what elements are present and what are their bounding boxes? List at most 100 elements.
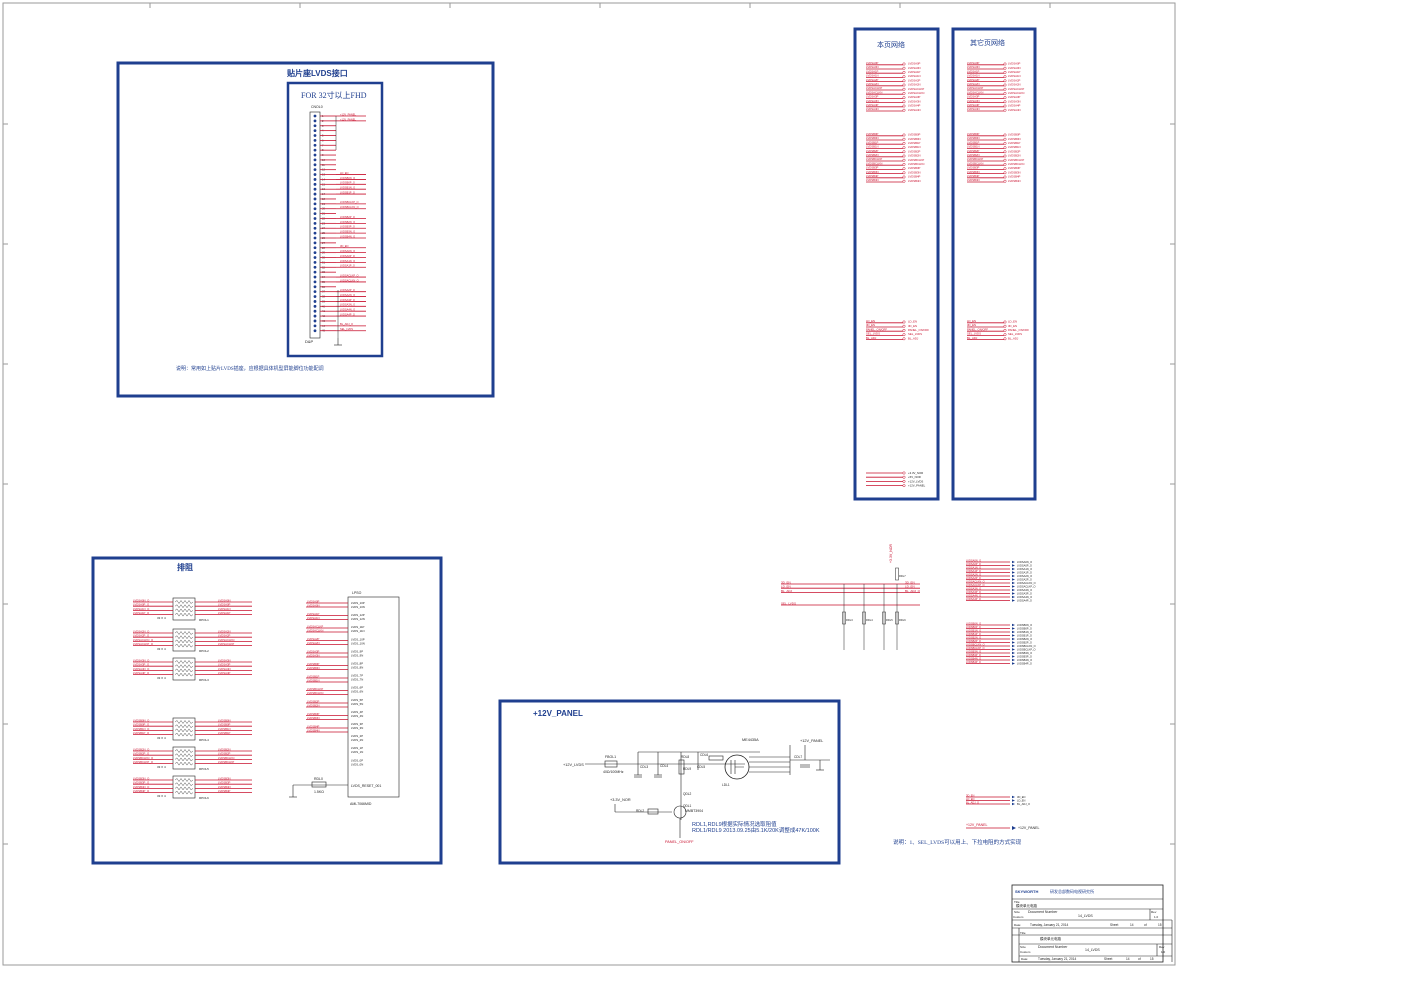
power-flag — [1012, 826, 1016, 830]
connector-net-label: LVDSB0N_O — [340, 176, 355, 180]
ic-left-net: LVDSB4N — [307, 729, 320, 733]
net-name-right: 3D_EN — [1008, 324, 1017, 328]
tb2-docnum-value: 14_LVDS — [1085, 948, 1100, 952]
net-name-right: LVDSA4N — [1008, 108, 1021, 112]
net-name-left: LVDSB4P — [967, 174, 980, 178]
connector-pin — [313, 241, 317, 245]
net-port — [902, 167, 906, 171]
rpack-value: 33 X 4 — [157, 616, 166, 620]
tb-size-label: Size — [1014, 910, 1020, 914]
connector-net-label: LVDSA4N_O — [340, 308, 355, 312]
tb-title-label: Title — [1014, 900, 1020, 904]
net-name-right: BL_ADJ — [1008, 336, 1019, 340]
rpack-ref: RPOL2 — [199, 649, 209, 653]
this-page-nets-title: 本页网络 — [877, 40, 905, 49]
net-port — [902, 100, 906, 104]
rpack-right-net: LVDSB1N — [218, 727, 231, 731]
net-name-right: LVDSA4P — [908, 104, 921, 108]
bus-in-net: LVDSA2P_O — [966, 576, 981, 580]
connector-net-label: LVDSACLKN_O — [340, 278, 359, 282]
net-name-right: LD_EN — [908, 320, 917, 324]
rpack-right-net: LVDSACLKN — [218, 638, 234, 642]
bus-out-net: LVDSB4N_O — [1017, 658, 1032, 662]
tb2-date-label: Date: — [1021, 957, 1028, 961]
net-name-left: LVDSA4P — [866, 103, 879, 107]
connector-pin — [313, 212, 317, 216]
net-port — [902, 79, 906, 83]
net-name-left: LVDSB2P — [866, 149, 879, 153]
net-port — [1003, 146, 1007, 150]
connector-net-label: LVDSA1P_O — [340, 264, 355, 268]
reset-res-val: 1.5KΩ — [314, 790, 324, 794]
connector-pins: 1+12V_PANEL2+12V_PANEL345678910111213LD_… — [313, 112, 366, 338]
net-name-left: LVDSB3P — [866, 166, 879, 170]
company-name: SKYWORTH — [1015, 889, 1038, 894]
net-port — [1003, 337, 1007, 341]
tb2-sheet-label: Sheet — [1104, 957, 1112, 961]
net-name-left: LVDSB0P — [866, 132, 879, 136]
bus-in-net: LVDSBCLKN_O — [966, 643, 985, 647]
sel-left-net: LD_EN — [781, 585, 791, 589]
bus-out-net: LVDSB0P_O — [1017, 627, 1032, 631]
panel-power-part-ref: RDL2 — [636, 809, 644, 813]
bus-out-net: LVDSA1N_O — [1017, 567, 1032, 571]
resistor-element — [174, 761, 194, 766]
connector-pin — [313, 270, 317, 274]
rpack-right-net: LVDSA3P — [218, 663, 231, 667]
connector-pin — [313, 163, 317, 167]
net-port — [1003, 100, 1007, 104]
net-port — [1003, 162, 1007, 166]
connector-pin — [313, 124, 317, 128]
panel-power-part-ref: RDL8 — [681, 755, 689, 759]
rpack-right-net: LVDSB2N — [218, 748, 231, 752]
net-name-left: LVDSA0N — [866, 65, 879, 69]
bus-out-net: LD_EN — [1017, 799, 1025, 803]
connector-pin — [313, 226, 317, 230]
net-name-left: LVDSB4P — [866, 174, 879, 178]
net-name-left: PANEL_ON/OFF — [866, 327, 887, 331]
tb2-sheet-value: 14 — [1126, 957, 1130, 961]
net-name-right: LVDSB0P — [908, 133, 921, 137]
net-name-right: LVDSA0N — [908, 66, 921, 70]
bus-in-net: LVDSB4N_O — [966, 657, 981, 661]
connector-net-label: LVDSB3N_O — [340, 230, 355, 234]
net-name-left: LVDSACLKP — [866, 86, 882, 90]
ic-pin-name: LVDS_1P — [351, 746, 363, 750]
sel-note: 说明：1、SEL_LVDS可以用上、下拉电阻的方式实现 — [893, 838, 1022, 846]
rpack-value: 33 X 4 — [157, 647, 166, 651]
rpack-left-net: LVDSACLKN_O — [133, 638, 154, 642]
rpack-right-net: LVDSB0P — [218, 723, 231, 727]
net-name-right: LD_EN — [1008, 320, 1017, 324]
bus-flag — [1012, 655, 1015, 658]
ic-left-net: LVDSA1P — [307, 612, 320, 616]
ic-pin-name: LVDS_7N — [351, 678, 363, 682]
connector-footer: D&P — [305, 339, 314, 344]
ic-pin-name: LVDS_0P — [351, 758, 363, 762]
net-name-right: LVDSA1N — [1008, 74, 1021, 78]
rpack-ref: RPOL4 — [199, 738, 209, 742]
bus-out-net: LVDSA3N_O — [1017, 588, 1032, 592]
ic-left-net: LVDSB0P — [307, 662, 320, 666]
connector-net-label: LVDSA0P_O — [340, 254, 355, 258]
bus-flag — [1012, 588, 1015, 592]
power-net-name: +3.3V_NOR — [908, 471, 923, 475]
connector-pin — [313, 158, 317, 162]
net-name-right: LVDSA3P — [1008, 95, 1021, 99]
connector-pin — [313, 314, 317, 318]
net-name-left: LVDSA3P — [866, 95, 879, 99]
connector-pin — [313, 329, 317, 333]
ic-pin-name: LVDS_11N — [351, 629, 365, 633]
resistor-element — [174, 728, 194, 733]
lvds-ic-body — [347, 596, 400, 798]
resistor-element — [174, 672, 194, 677]
connector-pin — [313, 207, 317, 211]
rpack-right-net: LVDSA3N — [218, 659, 231, 663]
net-name-left: LVDSA0P — [967, 61, 980, 65]
net-name-right: LVDSA2P — [908, 78, 921, 82]
net-port — [1003, 108, 1007, 112]
rpack-ref: RPOL6 — [199, 796, 209, 800]
